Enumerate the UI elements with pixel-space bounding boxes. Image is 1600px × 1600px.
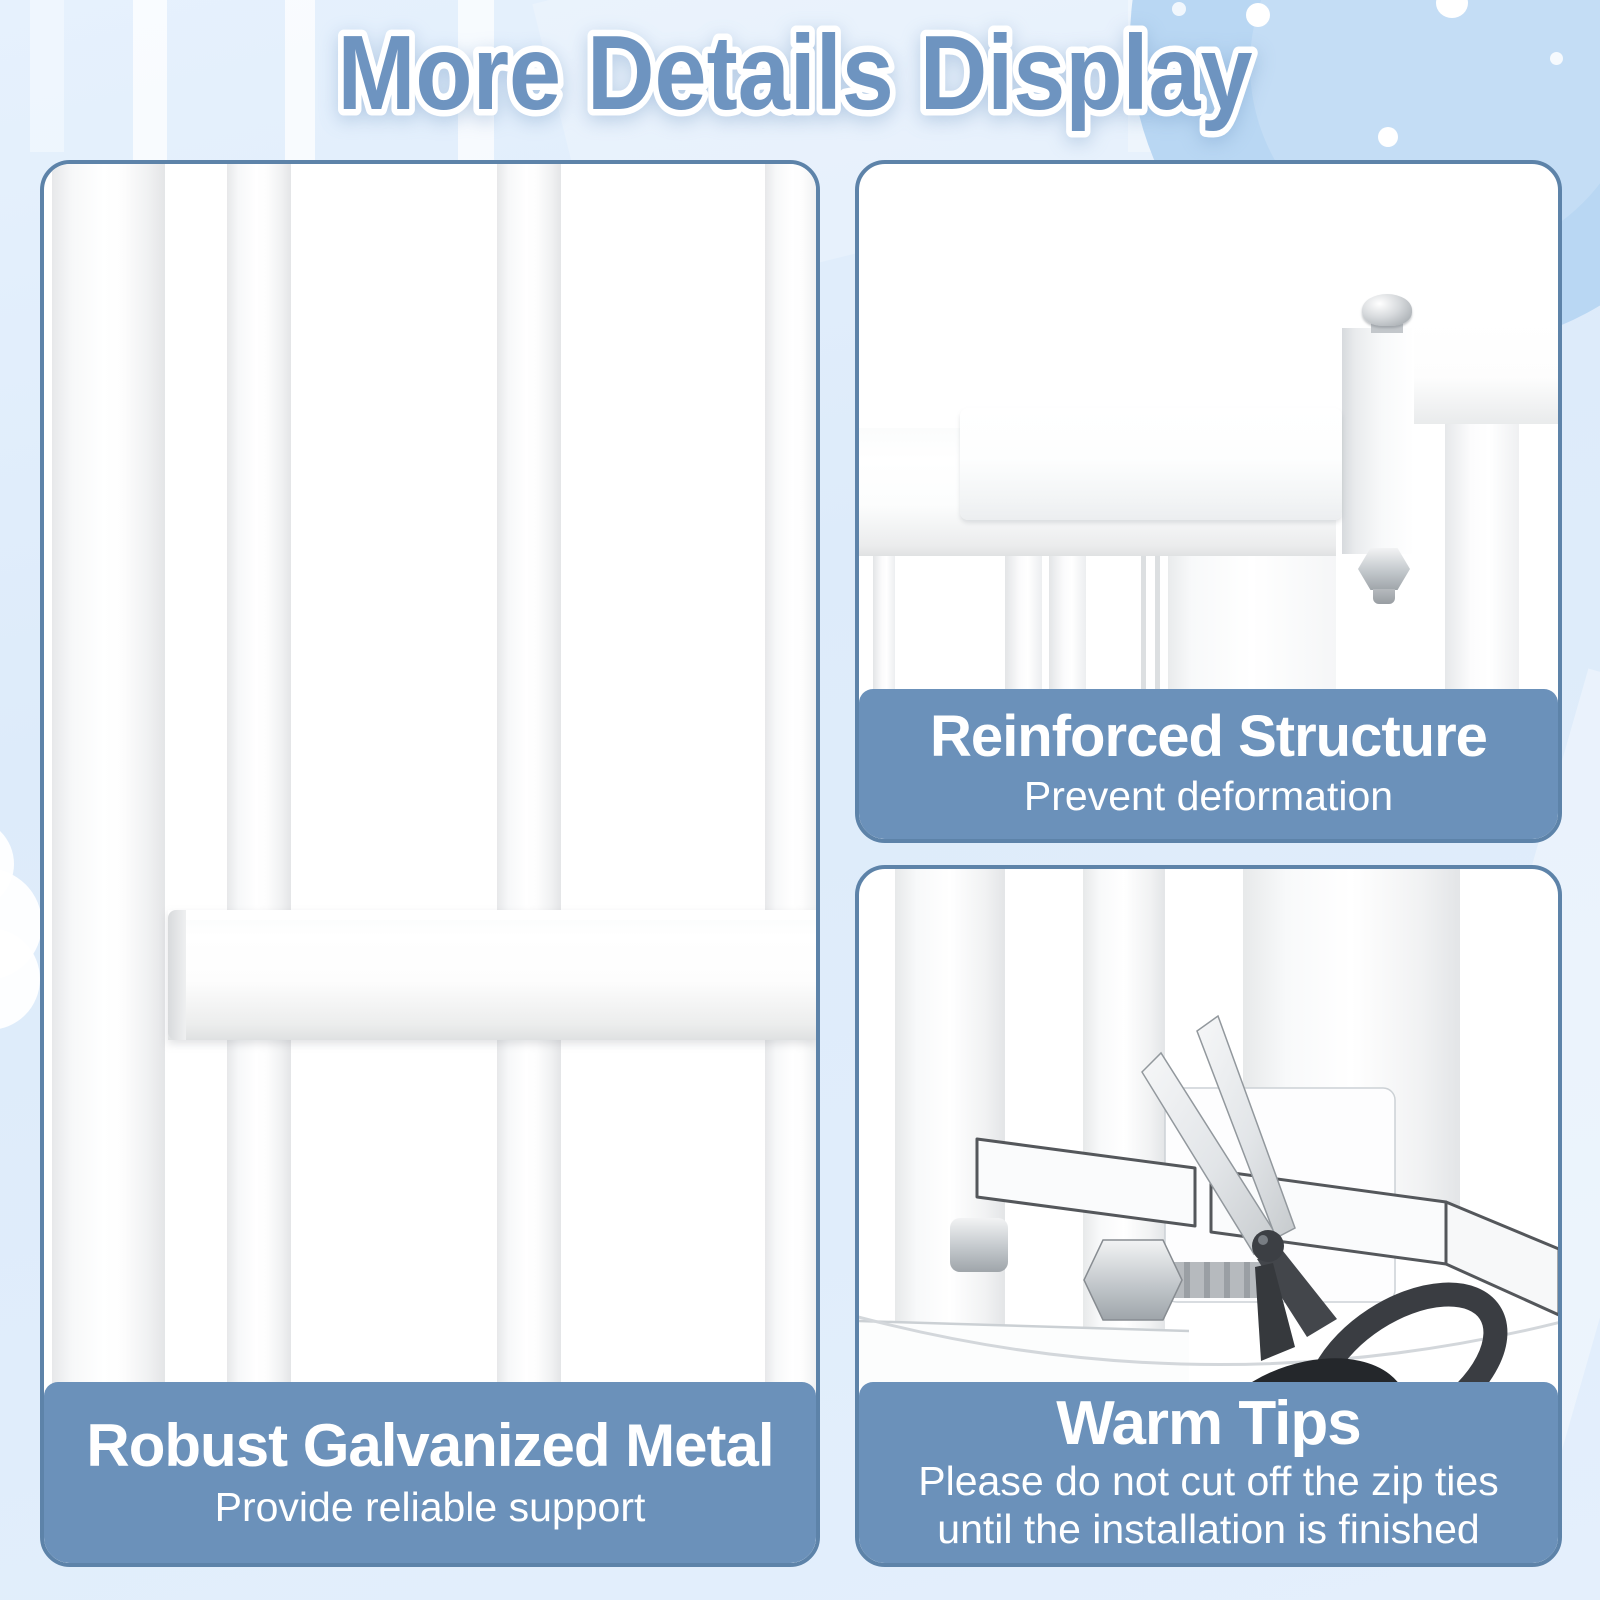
zip-tie-strap bbox=[975, 1137, 1197, 1228]
caption-band: Reinforced Structure Prevent deformation bbox=[859, 689, 1558, 839]
caption-band: Robust Galvanized Metal Provide reliable… bbox=[44, 1382, 816, 1563]
bolt-head bbox=[1362, 294, 1412, 326]
decor-stripe bbox=[458, 0, 494, 163]
caption-band: Warm Tips Please do not cut off the zip … bbox=[859, 1382, 1558, 1563]
gate-bar bbox=[895, 869, 1005, 1386]
bolt-tip bbox=[1373, 589, 1395, 604]
caption-title: Warm Tips bbox=[1056, 1388, 1362, 1458]
hex-nut bbox=[1083, 1239, 1183, 1321]
caption-title: Robust Galvanized Metal bbox=[86, 1411, 774, 1479]
scissors-shank bbox=[1255, 1263, 1295, 1361]
scissors-zip-tie-illustration bbox=[859, 869, 1558, 1386]
gate-bars-photo bbox=[44, 164, 816, 1563]
scissors-blade bbox=[1196, 1014, 1296, 1240]
scissors-shank bbox=[1257, 1251, 1337, 1337]
gate-crossbar bbox=[168, 910, 816, 1040]
caption-subtitle: Prevent deformation bbox=[1023, 772, 1394, 819]
zip-tie-strap bbox=[1444, 1200, 1558, 1317]
decor-snow-dot bbox=[1550, 52, 1563, 65]
gate-bar bbox=[52, 164, 165, 1563]
page-title-text: More Details Display bbox=[338, 14, 1253, 132]
scissors-pivot-screw bbox=[1252, 1230, 1284, 1262]
decor-stripe bbox=[285, 0, 315, 163]
panel-galvanized-metal: Robust Galvanized Metal Provide reliable… bbox=[40, 160, 820, 1567]
page-title: More Details Display bbox=[331, 8, 1259, 139]
decor-snow-dot bbox=[1378, 127, 1398, 147]
frame-corner-piece bbox=[1342, 328, 1414, 554]
bolt-thread bbox=[1184, 1262, 1190, 1298]
decor-snow-dot bbox=[1436, 0, 1468, 18]
bolt-thread bbox=[1204, 1262, 1210, 1298]
hex-nut bbox=[1358, 548, 1410, 590]
fitting-peg bbox=[950, 1218, 1008, 1272]
caption-title: Reinforced Structure bbox=[930, 704, 1488, 770]
gate-bar bbox=[765, 164, 816, 1563]
ledge-edge-line bbox=[859, 1319, 1190, 1333]
gate-panel-seam bbox=[1141, 518, 1146, 839]
gate-bar bbox=[227, 164, 291, 1563]
reinforcement-clamp bbox=[960, 408, 1342, 520]
photo-circle-crop-arc bbox=[859, 1315, 1558, 1366]
gate-bar bbox=[497, 164, 561, 1563]
scissors-handle bbox=[1304, 1282, 1508, 1386]
decor-stripe bbox=[30, 0, 64, 152]
gate-panel-seam bbox=[1155, 518, 1160, 839]
decor-stripe bbox=[133, 0, 167, 163]
bolt-neck bbox=[1371, 323, 1403, 333]
scissors-handle bbox=[1205, 1358, 1409, 1386]
bolt-thread bbox=[1244, 1262, 1250, 1298]
gate-crossbar-end-cap bbox=[168, 910, 186, 1040]
scissors-pivot-highlight bbox=[1258, 1235, 1268, 1245]
bolt-thread bbox=[1224, 1262, 1230, 1298]
caption-subtitle-line2: until the installation is finished bbox=[937, 1506, 1480, 1553]
decor-snow-dot bbox=[1172, 2, 1186, 16]
panel-reinforced-structure: Reinforced Structure Prevent deformation bbox=[855, 160, 1562, 843]
caption-subtitle-line1: Please do not cut off the zip ties bbox=[918, 1458, 1499, 1505]
caption-subtitle: Provide reliable support bbox=[214, 1483, 646, 1530]
frame-horizontal-bar bbox=[1414, 321, 1558, 424]
panel-warm-tips: Warm Tips Please do not cut off the zip … bbox=[855, 865, 1562, 1567]
decor-snow-dot bbox=[1246, 3, 1270, 27]
caption-subtitle: Please do not cut off the zip ties until… bbox=[859, 1458, 1558, 1554]
